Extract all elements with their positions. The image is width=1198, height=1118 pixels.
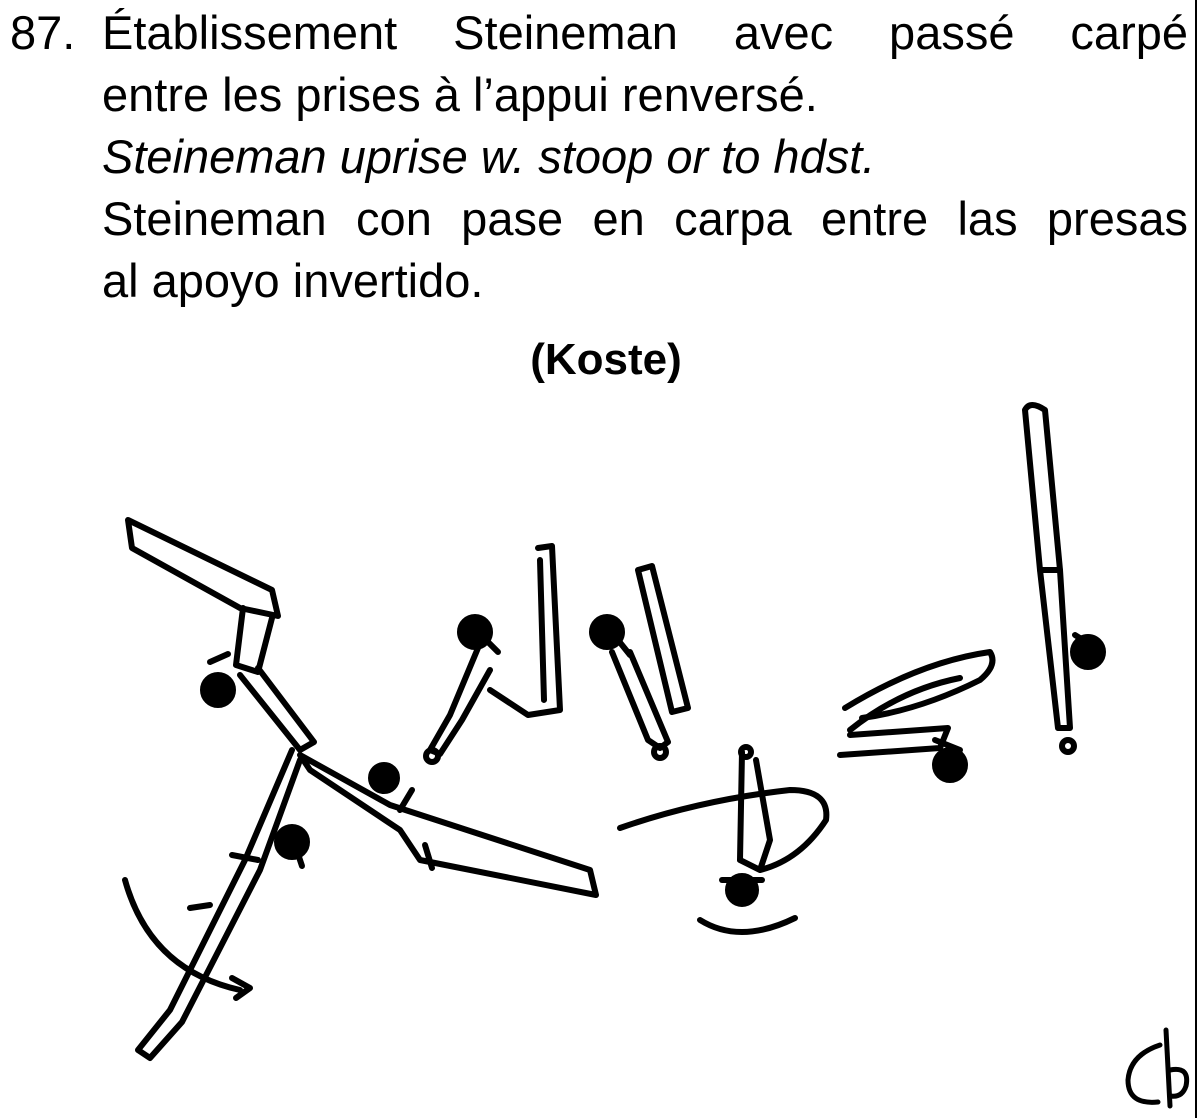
gymnast-sequence-drawing-icon — [0, 390, 1198, 1118]
gymnast-figure-5 — [592, 566, 688, 758]
gymnast-figure-3 — [125, 750, 307, 1058]
french-description-line-1: Établissement Steineman avec passé carpé — [102, 2, 1188, 64]
gymnast-figure-2 — [300, 755, 596, 895]
spanish-description-line-1: Steineman con pase en carpa entre las pr… — [102, 188, 1188, 250]
skill-number: 87. — [10, 2, 102, 312]
skill-entry: 87. Établissement Steineman avec passé c… — [10, 2, 1188, 312]
gymnast-figure-8 — [1025, 405, 1103, 752]
gymnast-figure-7 — [840, 652, 992, 780]
spanish-description-line-2: al apoyo invertido. — [102, 250, 1188, 312]
artist-signature — [1128, 1030, 1187, 1106]
gymnast-figure-1 — [128, 520, 314, 750]
english-description: Steineman uprise w. stoop or to hdst. — [102, 126, 1188, 188]
gymnast-figure-6 — [620, 747, 826, 932]
skill-entry-head: 87. Établissement Steineman avec passé c… — [10, 2, 1188, 312]
skill-descriptions: Établissement Steineman avec passé carpé… — [102, 2, 1188, 312]
french-description-line-2: entre les prises à l’appui renversé. — [102, 64, 1188, 126]
skill-author: (Koste) — [0, 330, 1198, 390]
gymnast-figure-4 — [426, 546, 560, 762]
